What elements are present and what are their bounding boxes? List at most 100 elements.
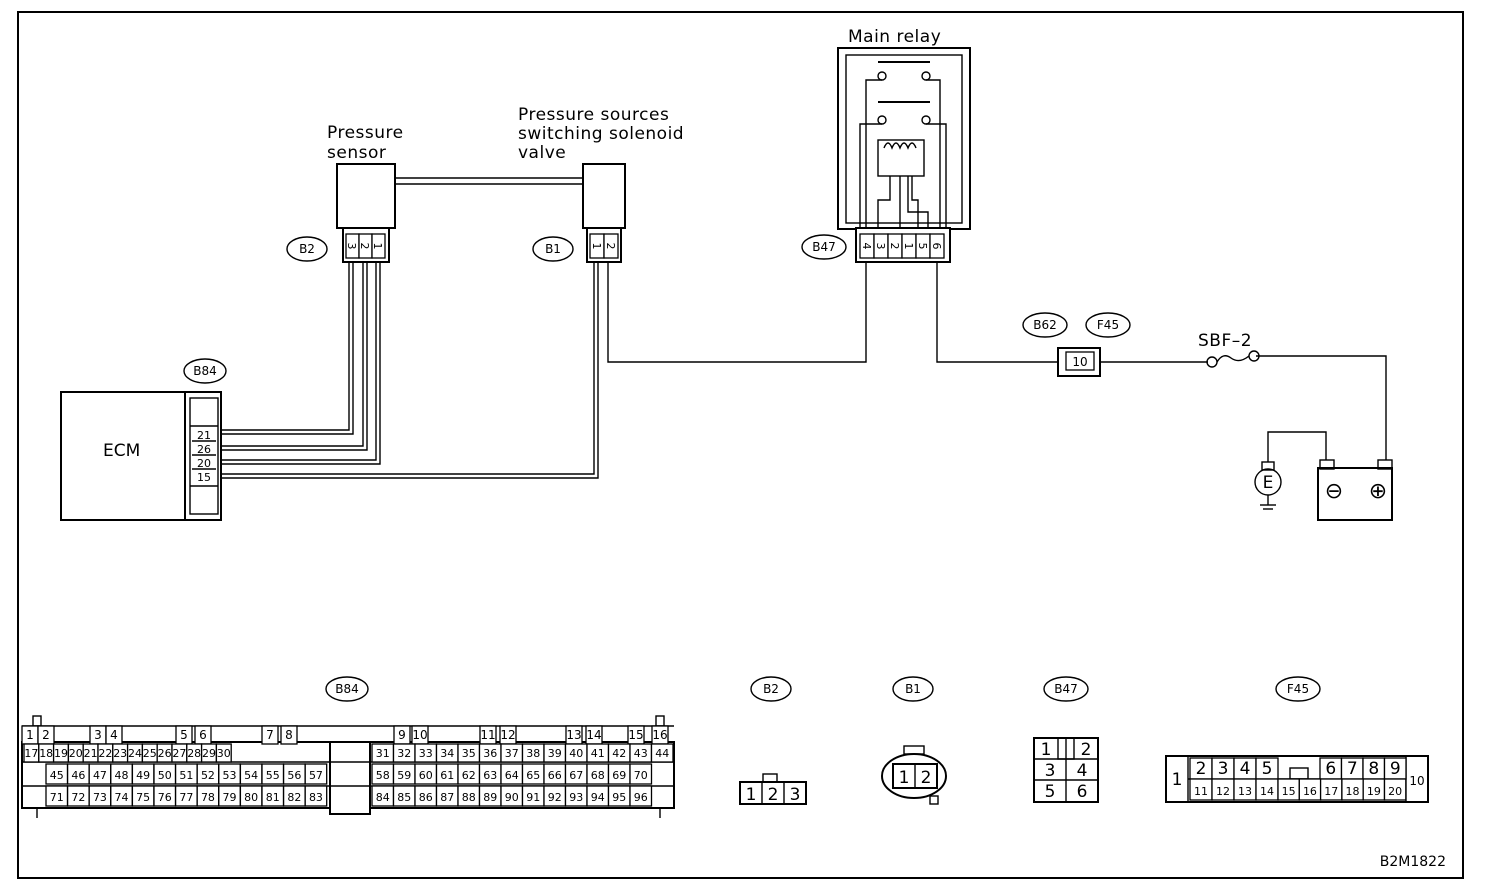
b1-pin: 2 [604, 243, 617, 250]
b47-face-pin: 6 [1077, 782, 1088, 802]
connector-pin-label: 42 [612, 747, 626, 760]
connector-pin-label: 15 [628, 728, 643, 742]
connector-pin-label: 88 [462, 791, 476, 804]
ecm-label: ECM [103, 441, 140, 461]
connector-pin-label: 2 [42, 728, 50, 742]
connector-pin-label: 3 [1218, 759, 1229, 779]
connector-pin-label: 7 [266, 728, 274, 742]
svg-text:F45: F45 [1287, 682, 1309, 696]
connector-cell [650, 743, 674, 763]
connector-pin-label: 58 [376, 769, 390, 782]
connector-pin-label: 34 [440, 747, 454, 760]
connector-pin-label: 64 [505, 769, 519, 782]
connector-pin-label: 50 [158, 769, 172, 782]
solenoid-label: valve [518, 143, 566, 163]
tag-b1: B1 [532, 236, 574, 262]
connector-pin-label: 78 [201, 791, 215, 804]
connector-pin-label: 94 [591, 791, 605, 804]
connector-pin-label: 30 [217, 747, 231, 760]
solenoid-label: Pressure sources [518, 105, 669, 125]
b47-face-pin: 4 [1077, 761, 1088, 781]
connector-pin-label: 56 [287, 769, 301, 782]
b47-pin: 1 [902, 243, 915, 250]
connector-pin-label: 69 [612, 769, 626, 782]
connector-pin-label: 22 [98, 747, 112, 760]
connector-pin-label: 48 [115, 769, 129, 782]
connector-pin-label: 3 [94, 728, 102, 742]
tag-f45-face: F45 [1275, 676, 1321, 702]
b2-face-pin: 1 [746, 785, 757, 805]
connector-pin-label: 9 [1390, 759, 1401, 779]
connector-pin-label: 96 [634, 791, 648, 804]
connector-pin-label: 33 [419, 747, 433, 760]
connector-pin-label: 20 [1388, 785, 1402, 798]
fuse-sbf2 [1206, 350, 1260, 368]
connector-pin-label: 26 [158, 747, 172, 760]
connector-pin-label: 54 [244, 769, 258, 782]
connector-pin-label: 9 [398, 728, 406, 742]
svg-text:B2: B2 [299, 242, 315, 256]
connector-pin-label: 1 [26, 728, 34, 742]
connector-pin-label: 11 [480, 728, 495, 742]
connector-pin-label: 36 [483, 747, 497, 760]
connector-pin-label: 13 [566, 728, 581, 742]
connector-pin-label: 75 [136, 791, 150, 804]
b47-face-pin: 1 [1041, 740, 1052, 760]
connector-pin-label: 87 [440, 791, 454, 804]
connector-pin-label: 19 [1367, 785, 1381, 798]
figure-code: B2M1822 [1380, 854, 1446, 870]
connector-pin-label: 84 [376, 791, 390, 804]
connector-pin-label: 52 [201, 769, 215, 782]
ecm-pin: 15 [197, 471, 211, 484]
connector-pin-label: 6 [199, 728, 207, 742]
connector-pin-label: 39 [548, 747, 562, 760]
connector-pin-label: 92 [548, 791, 562, 804]
connector-pin-label: 53 [223, 769, 237, 782]
diagram-frame [17, 11, 1464, 879]
connector-pin-label: 95 [612, 791, 626, 804]
connector-pin-label: 86 [419, 791, 433, 804]
b1-pin: 1 [590, 243, 603, 250]
connector-pin-label: 55 [266, 769, 280, 782]
f45-face-pin: 1 [1172, 770, 1183, 790]
b1-face-pin: 1 [899, 768, 910, 788]
svg-text:F45: F45 [1097, 318, 1119, 332]
connector-pin-label: 68 [591, 769, 605, 782]
connector-pin-label: 2 [1196, 759, 1207, 779]
connector-pin-label: 82 [287, 791, 301, 804]
b47-relay-connector: 4 3 2 1 5 6 [855, 227, 951, 263]
connector-pin-label: 63 [483, 769, 497, 782]
connector-pin-label: 57 [309, 769, 323, 782]
connector-pin-label: 15 [1282, 785, 1296, 798]
tag-b84: B84 [183, 358, 227, 384]
fuse-label: SBF–2 [1198, 331, 1252, 351]
tag-f45: F45 [1085, 312, 1131, 338]
svg-text:B62: B62 [1033, 318, 1057, 332]
connector-pin-label: 66 [548, 769, 562, 782]
connector-pin-label: 72 [71, 791, 85, 804]
connector-pin-label: 83 [309, 791, 323, 804]
pressure-sensor: 3 2 1 [336, 163, 396, 263]
svg-text:B1: B1 [545, 242, 561, 256]
svg-text:B2: B2 [763, 682, 779, 696]
connector-pin-label: 8 [285, 728, 293, 742]
connector-pin-label: 51 [179, 769, 193, 782]
tag-b1-face: B1 [892, 676, 934, 702]
connector-pin-label: 77 [179, 791, 193, 804]
connector-cell [261, 725, 279, 745]
wires [221, 262, 1387, 479]
connector-cell [629, 763, 653, 785]
connector-pin-label: 28 [187, 747, 201, 760]
connector-pin-label: 85 [397, 791, 411, 804]
connector-pin-label: 31 [376, 747, 390, 760]
b2-face-pin: 2 [768, 785, 779, 805]
main-relay-label: Main relay [848, 27, 941, 47]
battery: ⊖ ⊕ [1317, 459, 1393, 521]
connector-pin-label: 13 [1238, 785, 1252, 798]
connector-pin-label: 23 [113, 747, 127, 760]
connector-pin-label: 12 [500, 728, 515, 742]
